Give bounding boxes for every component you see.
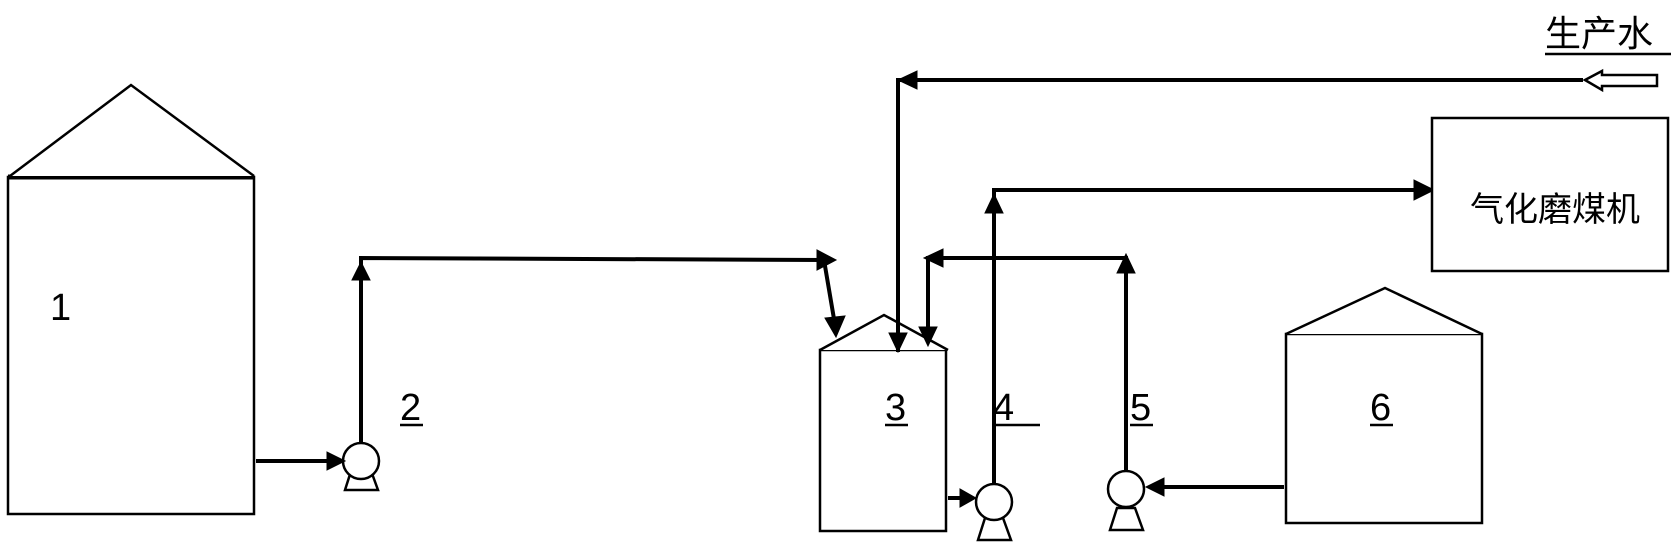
pump-5-base (1108, 506, 1145, 532)
arrow-pump5-up (1116, 252, 1136, 274)
arrow-into-pump5 (1144, 477, 1165, 497)
hollow-arrow-icon (1582, 68, 1659, 93)
pump-5-label: 5 (1130, 387, 1151, 429)
tank-6-body (1284, 332, 1484, 525)
arrow-into-pump2 (326, 451, 347, 471)
tank-6-roof (1285, 286, 1483, 336)
arrow-into-mill (1413, 179, 1436, 201)
arrow-into-tank3-a (824, 315, 846, 339)
tank-6: 6 (1284, 286, 1484, 525)
pump-4-casing (974, 482, 1014, 522)
water-inlet-arrow (1582, 68, 1659, 93)
tank-1-body (6, 175, 256, 516)
pump-4: 4 (974, 387, 1040, 542)
pipe-pump5-to-tank3 (926, 256, 1128, 471)
tank-3-label: 3 (885, 387, 906, 429)
pump-4-base (976, 516, 1013, 542)
pump-4-label: 4 (993, 387, 1014, 429)
pump-5: 5 (1106, 387, 1153, 532)
pump-5-casing (1106, 469, 1146, 509)
arrow-water-into-tank3 (888, 332, 908, 354)
arrow-into-tank3-b (918, 326, 938, 348)
gasification-coal-mill: 气化磨煤机 (1430, 116, 1670, 273)
tank-3: 3 (818, 313, 949, 533)
pump-2: 2 (341, 387, 423, 492)
tank-3-body (818, 348, 948, 533)
arrow-pump2-right (816, 249, 838, 271)
pump-2-casing (341, 441, 381, 481)
tank-1-label: 1 (50, 287, 71, 329)
tank-1: 1 (6, 83, 256, 516)
arrow-pump4-up (984, 192, 1004, 214)
pump-2-label: 2 (400, 387, 421, 429)
tank-6-label: 6 (1370, 387, 1391, 429)
tank-1-roof (9, 83, 255, 178)
pipe-pump2-to-tank3 (359, 255, 836, 443)
production-water-label: 生产水 (1545, 14, 1653, 55)
arrow-pump2-up (351, 260, 371, 281)
arrow-pump5-left (922, 248, 944, 268)
arrow-water-left (896, 70, 918, 90)
mill-label: 气化磨煤机 (1470, 190, 1640, 230)
arrow-into-pump4 (959, 488, 978, 508)
pipe-pump4-to-mill (992, 188, 1430, 484)
mill-box (1430, 116, 1670, 273)
